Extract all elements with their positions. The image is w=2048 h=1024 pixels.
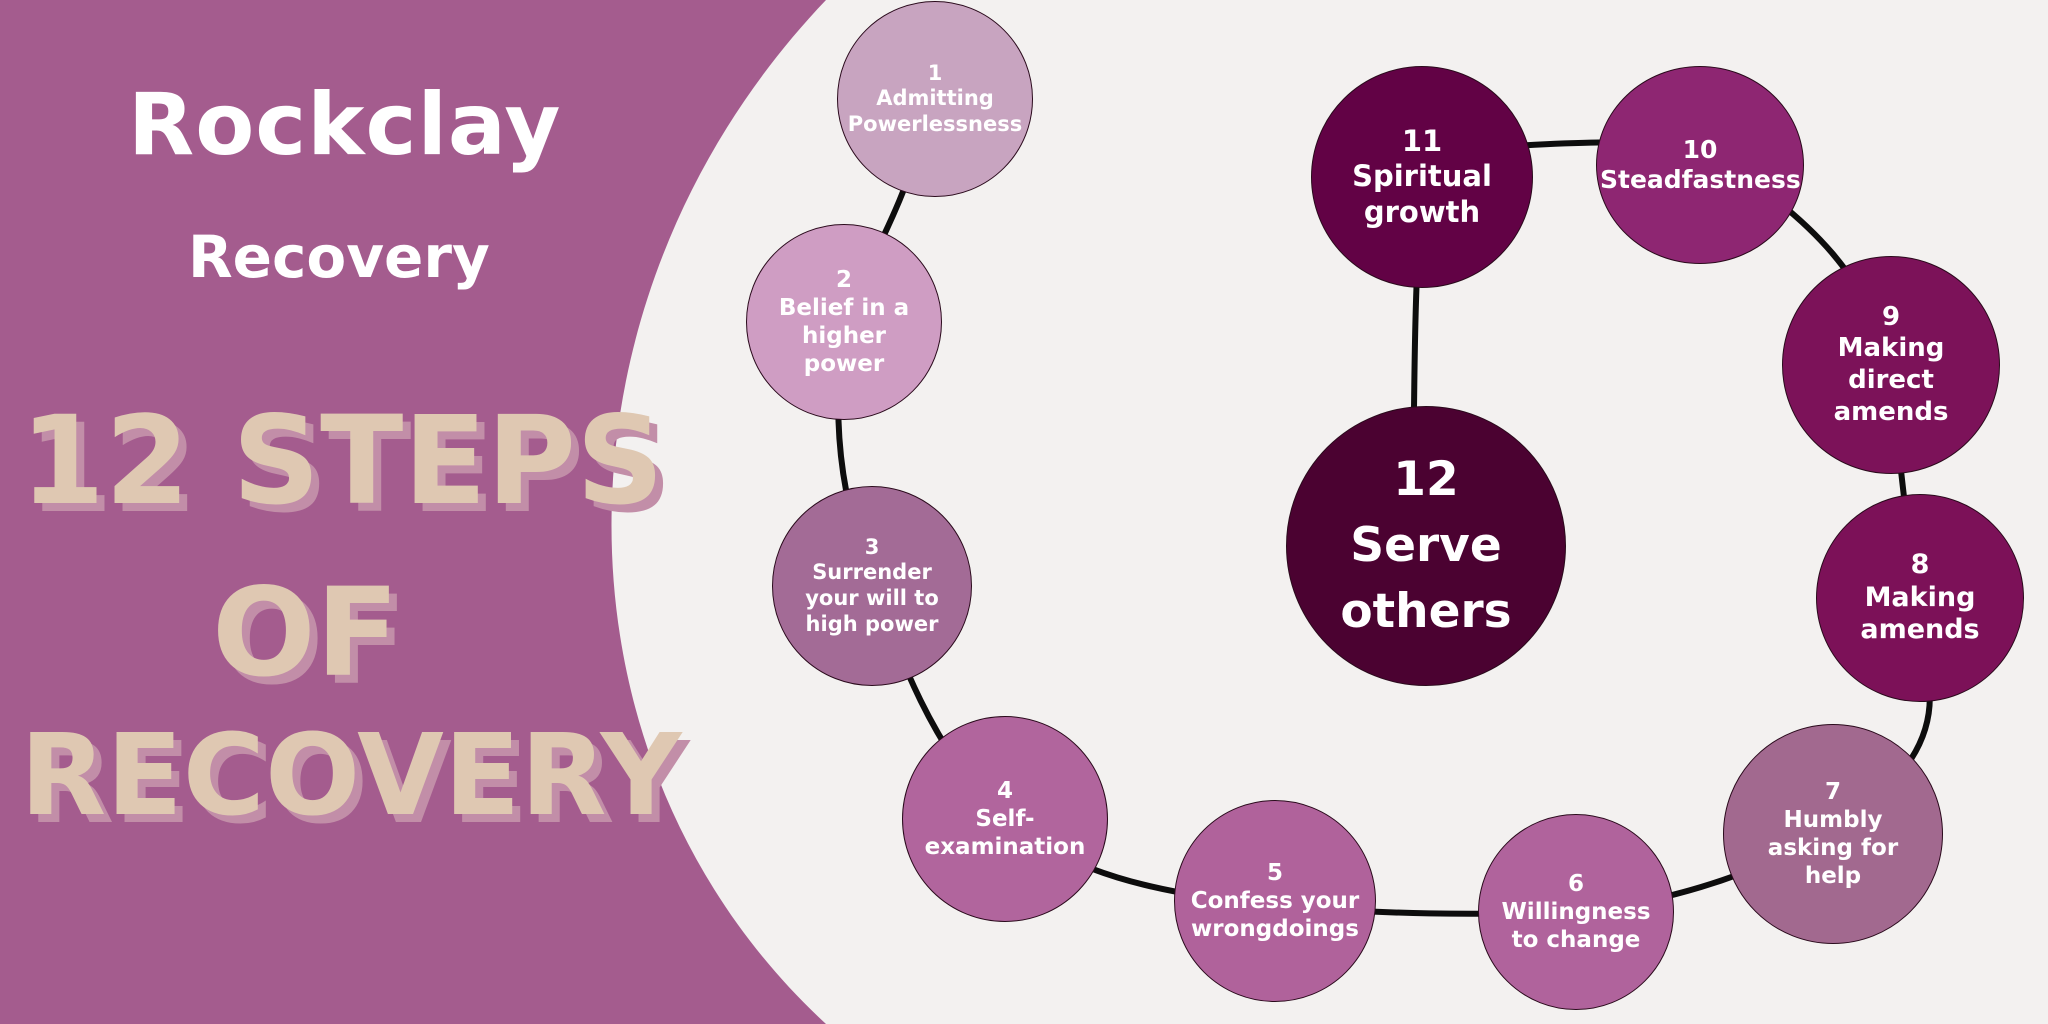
headline-line-3: RECOVERY bbox=[20, 711, 682, 841]
step-node-12: 12 Serve others bbox=[1286, 406, 1566, 686]
headline-line-1: 12 STEPS bbox=[20, 390, 664, 532]
step-number-9: 9 bbox=[1881, 301, 1901, 332]
step-number-8: 8 bbox=[1910, 548, 1930, 580]
step-node-6: 6 Willingness to change bbox=[1478, 814, 1674, 1010]
step-number-1: 1 bbox=[927, 60, 943, 85]
step-label-1: Admitting Powerlessness bbox=[847, 86, 1023, 136]
step-node-7: 7 Humbly asking for help bbox=[1723, 724, 1943, 944]
step-node-1: 1 Admitting Powerlessness bbox=[837, 1, 1033, 197]
brand-subtitle: Recovery bbox=[188, 223, 490, 291]
step-label-6: Willingness to change bbox=[1501, 898, 1651, 954]
step-node-11: 11 Spiritual growth bbox=[1311, 66, 1533, 288]
step-node-3: 3 Surrender your will to high power bbox=[772, 486, 972, 686]
step-label-12: Serve others bbox=[1340, 518, 1512, 639]
step-number-5: 5 bbox=[1266, 859, 1283, 886]
step-node-8: 8 Making amends bbox=[1816, 494, 2024, 702]
step-node-5: 5 Confess your wrongdoings bbox=[1174, 800, 1376, 1002]
headline-line-2: OF bbox=[212, 562, 400, 704]
brand-name: Rockclay bbox=[128, 75, 562, 175]
step-label-5: Confess your wrongdoings bbox=[1190, 887, 1360, 943]
step-label-10: Steadfastness bbox=[1600, 165, 1801, 194]
step-number-6: 6 bbox=[1567, 870, 1584, 897]
step-label-11: Spiritual growth bbox=[1352, 159, 1492, 229]
step-number-10: 10 bbox=[1682, 134, 1718, 164]
step-number-2: 2 bbox=[835, 266, 852, 293]
step-node-9: 9 Making direct amends bbox=[1782, 256, 2000, 474]
step-label-3: Surrender your will to high power bbox=[805, 560, 939, 636]
step-node-10: 10 Steadfastness bbox=[1596, 66, 1804, 264]
step-node-4: 4 Self-examination bbox=[902, 716, 1108, 922]
step-label-2: Belief in a higher power bbox=[778, 294, 910, 378]
step-number-7: 7 bbox=[1824, 778, 1841, 805]
step-node-2: 2 Belief in a higher power bbox=[746, 224, 942, 420]
step-number-3: 3 bbox=[864, 534, 880, 559]
step-label-8: Making amends bbox=[1860, 581, 1980, 646]
step-number-11: 11 bbox=[1401, 123, 1443, 158]
left-panel bbox=[0, 0, 826, 1024]
step-label-7: Humbly asking for help bbox=[1767, 806, 1899, 890]
step-label-4: Self-examination bbox=[924, 805, 1086, 861]
step-label-9: Making direct amends bbox=[1833, 333, 1949, 427]
step-number-12: 12 bbox=[1393, 452, 1459, 508]
step-number-4: 4 bbox=[996, 777, 1013, 804]
